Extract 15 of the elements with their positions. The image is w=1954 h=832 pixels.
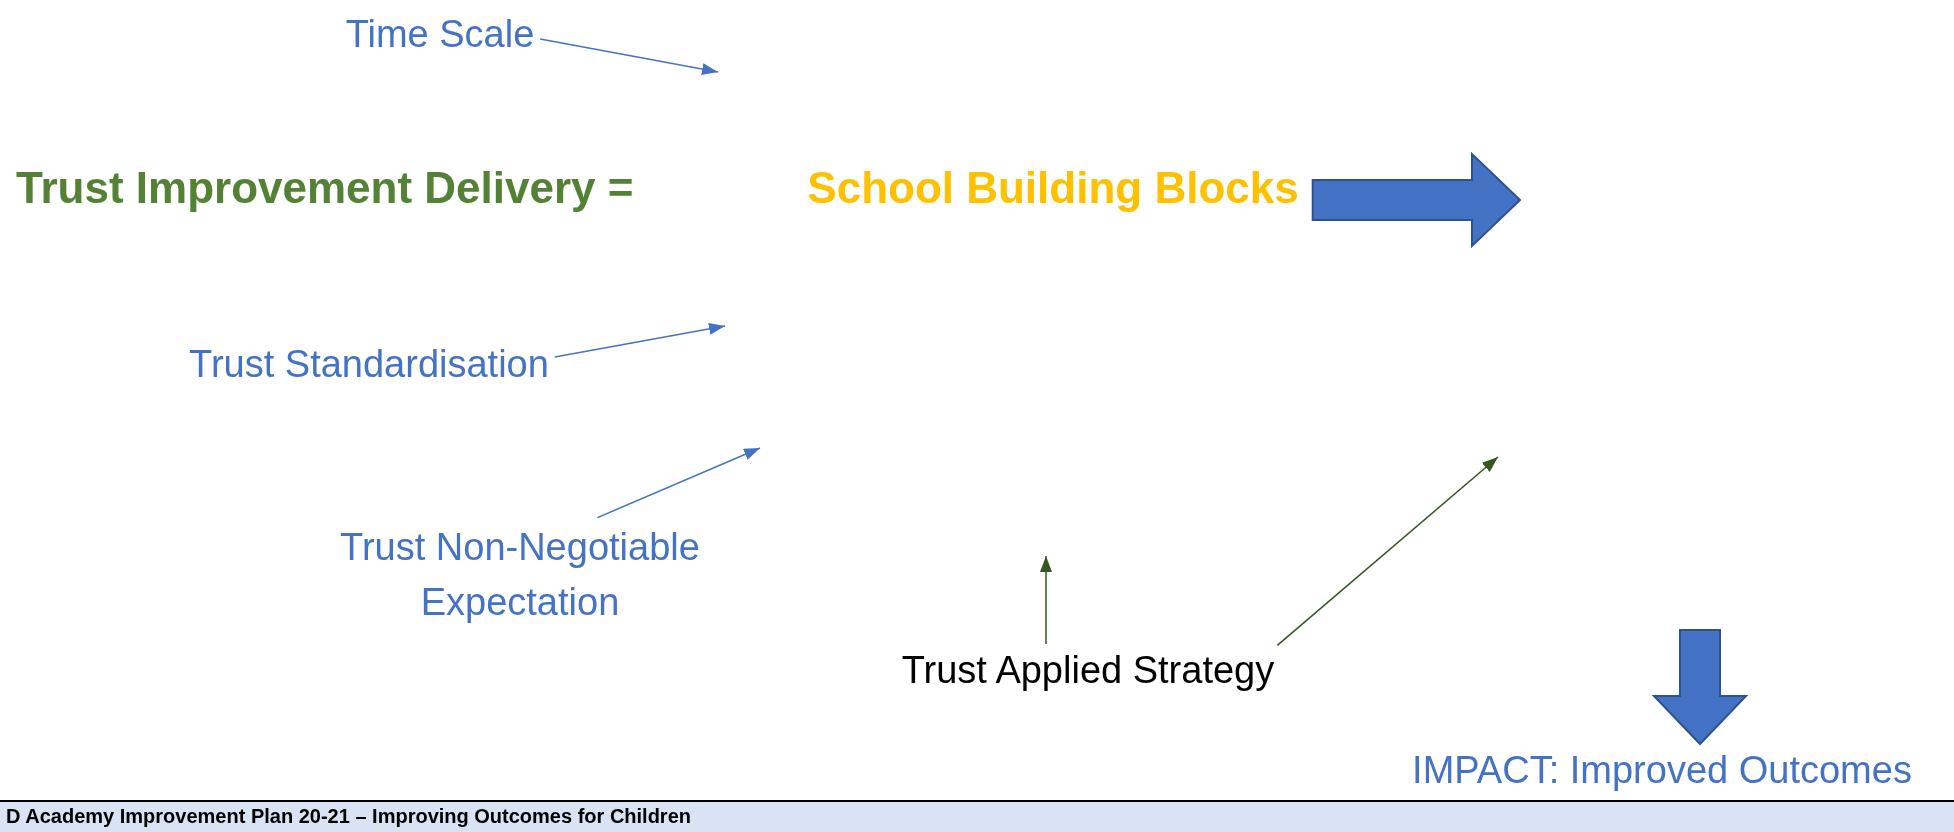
node-text: Trust Non-Negotiable Expectation [330,520,710,631]
block-arrow [1651,629,1749,746]
node-text: School Building Blocks [807,162,1299,215]
arrow [539,38,719,75]
footer-caption: D Academy Improvement Plan 20-21 – Improving Outcomes for Children [6,804,691,828]
node-text: Time Scale [345,12,535,58]
arrow [1276,456,1499,647]
formula-heading: Trust Improvement Delivery = [16,162,634,214]
block-arrow [1311,151,1522,249]
arrow [554,322,726,358]
node-text: Trust Applied Strategy [901,648,1275,694]
arrow [1040,555,1052,645]
node-text: IMPACT: Improved Outcomes [1412,748,1912,794]
node-text: Trust Standardisation [189,342,549,388]
arrow [596,447,761,519]
